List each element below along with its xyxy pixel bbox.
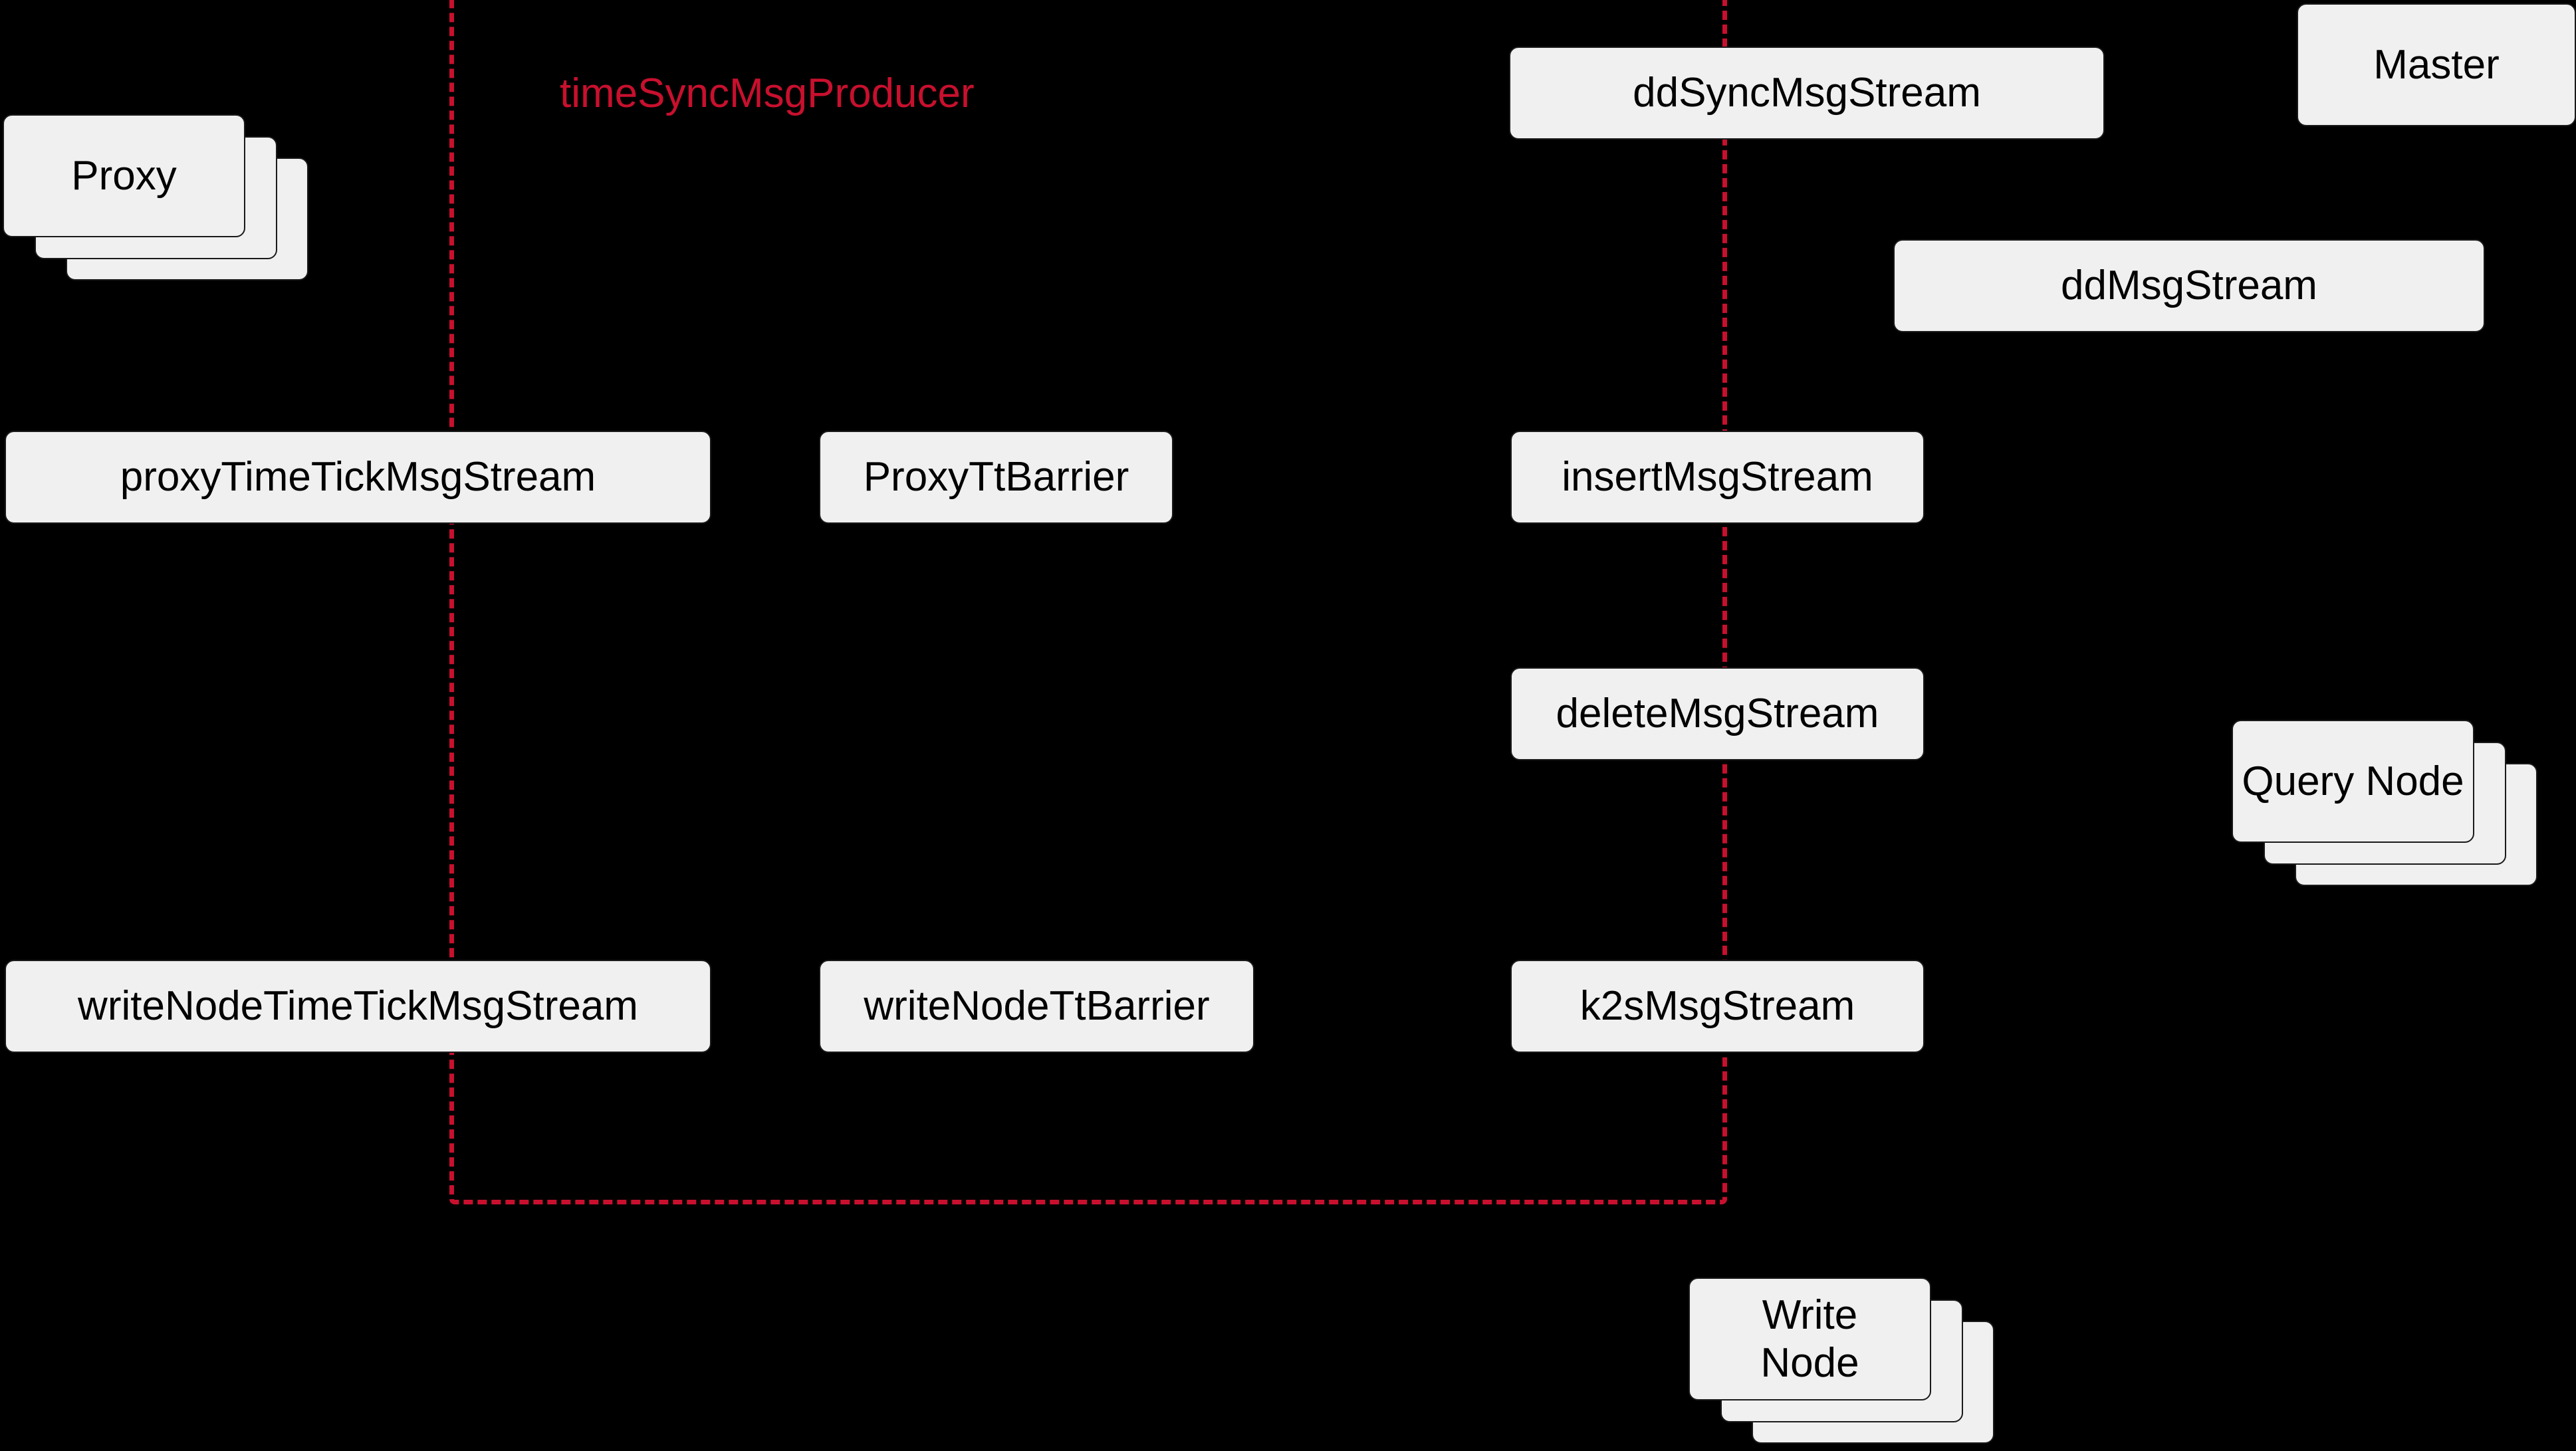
write-node-time-tick-msg-stream-node[interactable]: writeNodeTimeTickMsgStream <box>5 960 711 1053</box>
proxy-tt-barrier-label: ProxyTtBarrier <box>863 454 1129 501</box>
query-node[interactable]: Query Node <box>2232 720 2474 843</box>
write-node-tt-barrier-label: writeNodeTtBarrier <box>864 983 1210 1030</box>
write-node[interactable]: Write Node <box>1689 1278 1931 1400</box>
master-node[interactable]: Master <box>2297 3 2576 126</box>
write-node-tt-barrier-node[interactable]: writeNodeTtBarrier <box>819 960 1254 1053</box>
proxy-tt-barrier-node[interactable]: ProxyTtBarrier <box>819 431 1173 524</box>
k2s-msg-stream-label: k2sMsgStream <box>1580 983 1855 1030</box>
delete-msg-stream-label: deleteMsgStream <box>1556 691 1879 737</box>
proxy-stack[interactable]: Proxy <box>3 114 308 280</box>
delete-msg-stream-node[interactable]: deleteMsgStream <box>1510 667 1925 760</box>
query-node-stack[interactable]: Query Node <box>2232 720 2576 886</box>
proxy-time-tick-msg-stream-label: proxyTimeTickMsgStream <box>120 454 596 501</box>
dd-sync-msg-stream-label: ddSyncMsgStream <box>1633 70 1981 116</box>
dd-msg-stream-label: ddMsgStream <box>2061 263 2317 309</box>
master-label: Master <box>2373 41 2500 88</box>
write-node-label-line1: Write <box>1762 1292 1858 1339</box>
query-node-label: Query Node <box>2242 758 2464 804</box>
k2s-msg-stream-node[interactable]: k2sMsgStream <box>1510 960 1925 1053</box>
proxy-time-tick-msg-stream-node[interactable]: proxyTimeTickMsgStream <box>5 431 711 524</box>
write-node-time-tick-msg-stream-label: writeNodeTimeTickMsgStream <box>78 983 638 1030</box>
insert-msg-stream-node[interactable]: insertMsgStream <box>1510 431 1925 524</box>
proxy-node[interactable]: Proxy <box>3 114 245 237</box>
insert-msg-stream-label: insertMsgStream <box>1562 454 1873 501</box>
write-node-stack[interactable]: Write Node <box>1689 1278 1994 1444</box>
proxy-label: Proxy <box>71 152 177 199</box>
group-label-time-sync-msg-producer: timeSyncMsgProducer <box>560 70 975 116</box>
write-node-label-line2: Node <box>1760 1339 1859 1386</box>
dd-sync-msg-stream-node[interactable]: ddSyncMsgStream <box>1509 47 2105 140</box>
time-sync-msg-producer-boundary <box>449 0 1727 1204</box>
dd-msg-stream-node[interactable]: ddMsgStream <box>1893 239 2485 332</box>
